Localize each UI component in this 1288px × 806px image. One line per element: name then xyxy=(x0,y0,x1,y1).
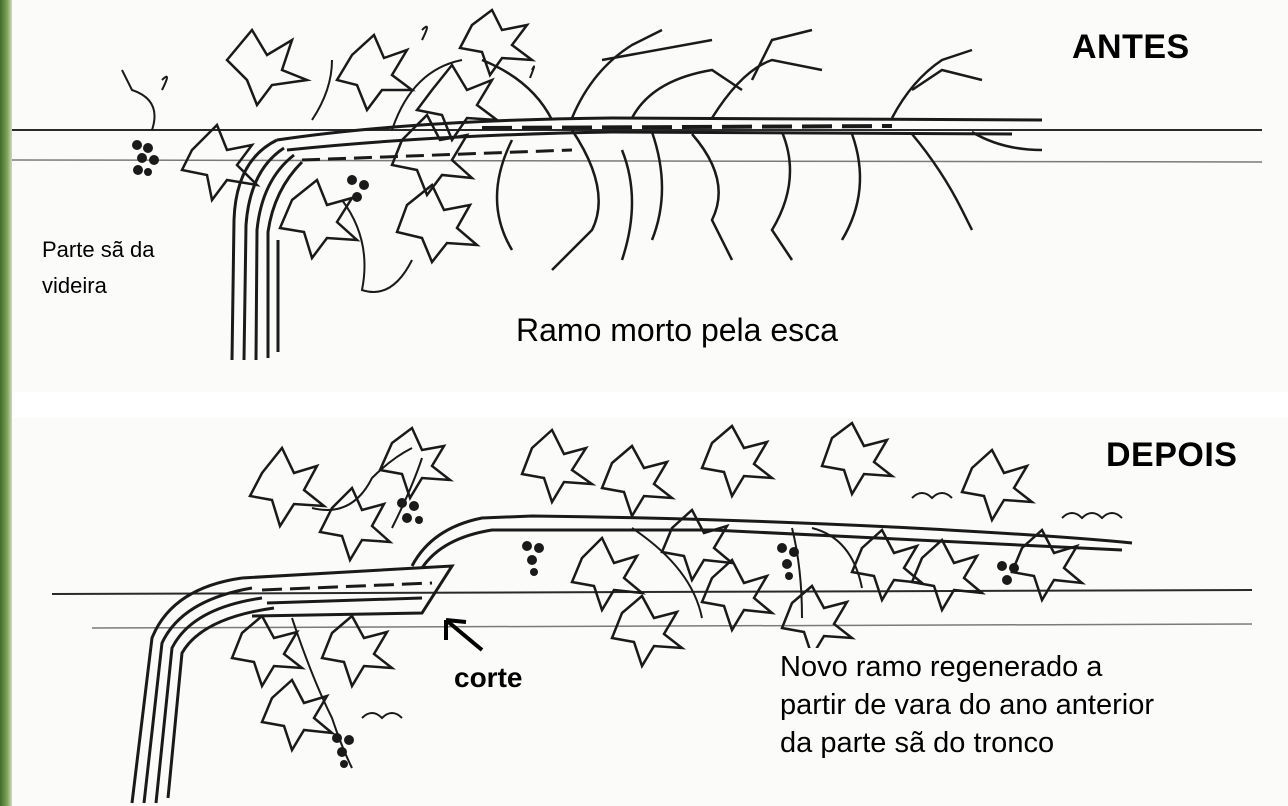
cut-arrow-icon xyxy=(444,618,484,652)
dead-branch-label: Ramo morto pela esca xyxy=(516,312,838,348)
vine-trunk xyxy=(130,576,275,804)
healthy-stems xyxy=(121,25,536,293)
cut-label: corte xyxy=(454,662,523,693)
trellis-wire-lower xyxy=(12,159,1263,163)
vine-before-drawing xyxy=(12,8,1263,361)
new-branch-line2: partir de vara do ano anterior xyxy=(780,689,1154,721)
panel-depois: DEPOIS corte Novo ramo regenerado a part… xyxy=(12,418,1288,806)
panel-antes: ANTES Parte sã da videira Ramo morto pel… xyxy=(12,0,1288,392)
grape-cluster-icon xyxy=(132,140,369,202)
healthy-label-line2: videira xyxy=(42,273,107,298)
new-stems xyxy=(291,447,1123,769)
vine-after-drawing xyxy=(51,421,1253,804)
cut-cordon-stub xyxy=(241,564,455,618)
vine-trunk xyxy=(230,138,304,361)
trellis-wire-upper xyxy=(51,589,1253,595)
new-branch-line1: Novo ramo regenerado a xyxy=(780,651,1103,683)
panel-title-antes: ANTES xyxy=(1072,28,1190,66)
left-green-edge xyxy=(0,0,12,806)
healthy-label-line1: Parte sã da xyxy=(42,237,155,262)
trellis-wire-lower xyxy=(91,623,1253,629)
regenerated-branch xyxy=(410,514,1133,569)
healthy-leaves xyxy=(180,8,537,265)
dead-shoots xyxy=(481,28,1043,271)
grape-cluster-icon xyxy=(332,498,1019,768)
panel-divider xyxy=(12,392,1288,418)
panel-title-depois: DEPOIS xyxy=(1106,436,1238,474)
healthy-part-label: Parte sã da videira xyxy=(42,232,155,304)
new-branch-line3: da parte sã do tronco xyxy=(780,727,1055,759)
new-leaves xyxy=(230,421,1086,753)
new-branch-label: Novo ramo regenerado a partir de vara do… xyxy=(780,648,1154,762)
